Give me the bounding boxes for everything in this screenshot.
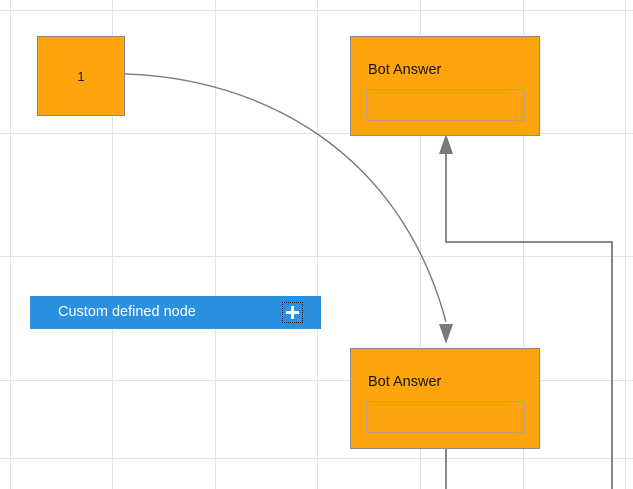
gridline-vertical bbox=[112, 0, 113, 489]
gridline-horizontal bbox=[0, 256, 633, 257]
node-title: Bot Answer bbox=[368, 374, 442, 390]
node-bot-answer-top[interactable]: Bot Answer bbox=[350, 36, 540, 136]
plus-icon[interactable] bbox=[282, 302, 303, 323]
gridline-vertical bbox=[317, 0, 318, 489]
gridline-vertical bbox=[215, 0, 216, 489]
node-title: Bot Answer bbox=[368, 62, 442, 78]
gridline-horizontal bbox=[0, 458, 633, 459]
palette-item-label: Custom defined node bbox=[58, 304, 196, 321]
node-square-label: 1 bbox=[77, 68, 85, 84]
plus-icon-bar-vertical bbox=[291, 306, 294, 319]
node-answer-slot[interactable] bbox=[366, 401, 525, 433]
gridline-horizontal bbox=[0, 10, 633, 11]
palette-item-custom-defined-node[interactable]: Custom defined node bbox=[30, 296, 321, 329]
node-bot-answer-bottom[interactable]: Bot Answer bbox=[350, 348, 540, 449]
gridline-vertical bbox=[625, 0, 626, 489]
gridline-horizontal bbox=[0, 380, 633, 381]
gridline-vertical bbox=[10, 0, 11, 489]
node-answer-slot[interactable] bbox=[366, 89, 525, 121]
node-square-1[interactable]: 1 bbox=[37, 36, 125, 116]
